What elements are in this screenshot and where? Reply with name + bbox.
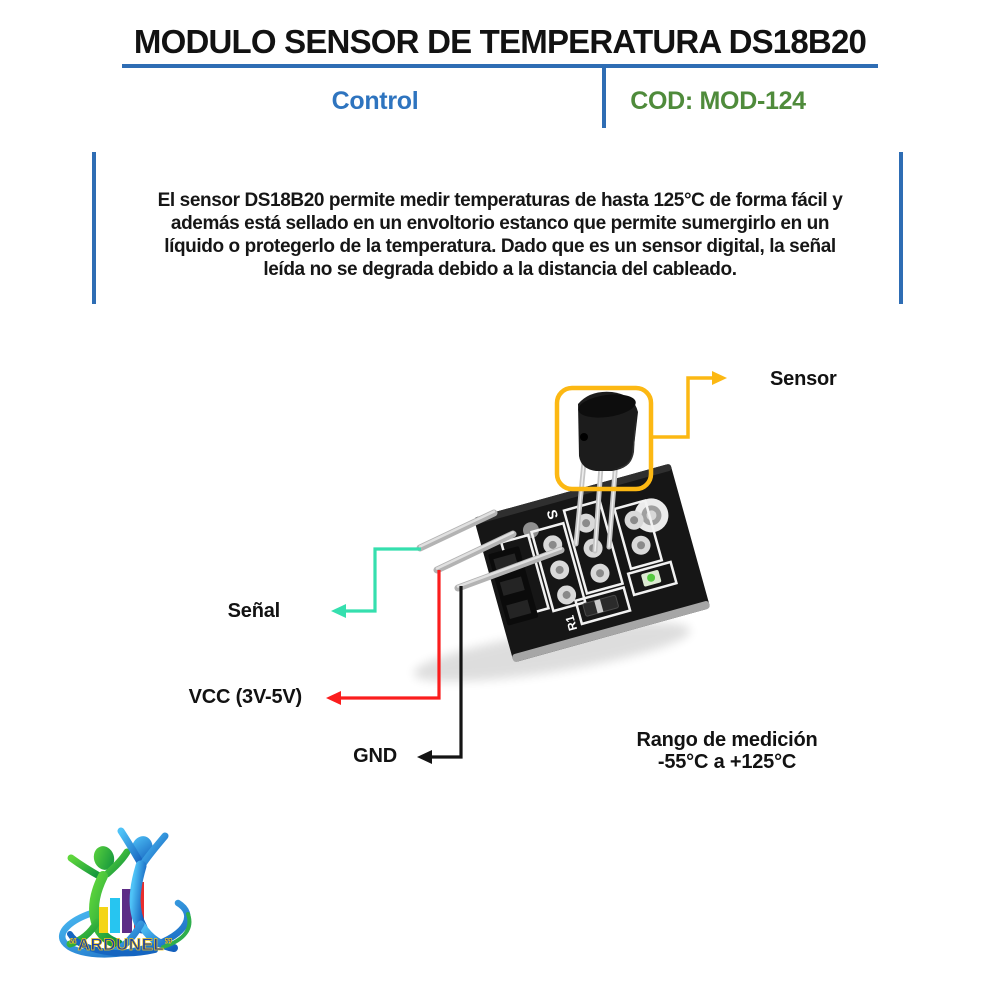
pcb-edge <box>512 600 710 662</box>
pcb-board: R1 S <box>474 464 710 662</box>
header-vertical-divider <box>602 66 606 128</box>
gnd-callout-line <box>431 586 463 759</box>
sensor-legs <box>573 457 619 554</box>
swoosh-front-blue <box>67 931 158 957</box>
signal-callout-line <box>345 547 421 613</box>
pin-gnd <box>454 546 565 592</box>
header-horizontal-rule <box>122 64 878 68</box>
pin-vcc <box>433 530 517 574</box>
gnd-arrowhead-icon <box>417 750 432 764</box>
header-pins <box>416 509 565 592</box>
sensor-label: Sensor <box>770 368 837 390</box>
sensor-arrowhead-icon <box>712 371 727 385</box>
intro-line: El sensor DS18B20 permite medir temperat… <box>157 190 843 211</box>
intro-left-bar <box>92 152 96 304</box>
sensor-callout <box>554 371 727 492</box>
measurement-range: Rango de medición -55°C a +125°C <box>627 729 827 773</box>
vcc-label: VCC (3V-5V) <box>188 686 303 708</box>
person-figure-blue <box>109 827 178 956</box>
signal-callout <box>331 547 421 618</box>
brand-name: “ARDUNEL” <box>68 935 174 955</box>
signal-label: Señal <box>227 600 281 622</box>
intro-right-bar <box>899 152 903 304</box>
intro-line: líquido o protegerlo de la temperatura. … <box>164 236 836 257</box>
board-shadow <box>413 622 691 682</box>
page-title: MODULO SENSOR DE TEMPERATURA DS18B20 <box>133 23 867 60</box>
gnd-label: GND <box>353 745 397 767</box>
person-figure-green <box>66 846 131 949</box>
resistor <box>582 594 619 617</box>
pin-header <box>488 546 539 626</box>
pin-signal <box>416 509 498 552</box>
intro-paragraph: El sensor DS18B20 permite medir temperat… <box>100 189 900 281</box>
vcc-callout <box>326 570 441 705</box>
category-label: Control <box>331 87 419 115</box>
gnd-callout <box>417 586 463 764</box>
product-code-label: COD: MOD-124 <box>630 87 806 115</box>
brand-logo <box>59 827 192 958</box>
measurement-range-line1: Rango de medición <box>636 729 818 751</box>
silk-s-label: S <box>544 508 562 521</box>
signal-arrowhead-icon <box>331 604 346 618</box>
sensor-component <box>578 391 638 471</box>
vcc-callout-line <box>340 570 441 700</box>
swoosh-front-green <box>161 912 192 949</box>
led <box>641 570 662 587</box>
vcc-arrowhead-icon <box>326 691 341 705</box>
intro-line: además está sellado en un envoltorio est… <box>170 213 830 234</box>
silk-r1-label: R1 <box>562 613 580 632</box>
measurement-range-line2: -55°C a +125°C <box>657 751 797 773</box>
sensor-callout-line <box>651 376 716 439</box>
intro-line: leída no se degrada debido a la distanci… <box>263 259 737 280</box>
